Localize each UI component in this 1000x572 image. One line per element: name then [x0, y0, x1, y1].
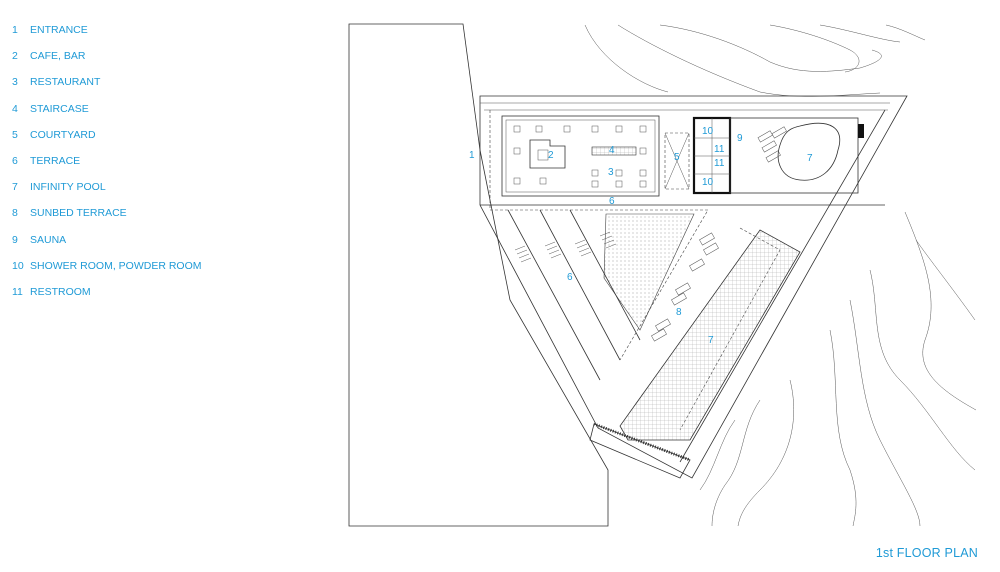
loungers-small: [757, 126, 787, 163]
plan-label-terrace-b: 6: [567, 272, 573, 283]
legend-number: 9: [12, 233, 18, 246]
tables: [513, 125, 647, 188]
legend-label: ENTRANCE: [30, 24, 88, 36]
legend-item: 2 CAFE, BAR: [12, 48, 202, 74]
building-perimeter: [479, 95, 908, 479]
legend-item: 8 SUNBED TERRACE: [12, 205, 202, 231]
site-boundary: [348, 23, 609, 527]
legend-item: 9 SAUNA: [12, 232, 202, 258]
contour-line: [869, 269, 976, 471]
courtyard-void: [664, 132, 690, 190]
contour-line: [849, 299, 921, 527]
legend-number: 2: [12, 50, 18, 63]
terrace-step-line: [539, 209, 621, 361]
legend-number: 6: [12, 154, 18, 167]
restaurant-room: [501, 115, 690, 197]
legend-label: INFINITY POOL: [30, 181, 106, 194]
terrace-step-line: [507, 209, 601, 381]
contour-line: [769, 24, 860, 73]
contour-line: [737, 379, 794, 527]
legend-label: STAIRCASE: [30, 102, 89, 115]
contour-line: [659, 24, 882, 72]
contour-line: [885, 24, 926, 41]
bar-counter: [529, 139, 566, 169]
plan-label-terrace-a: 6: [609, 196, 615, 207]
legend-item: 1 ENTRANCE: [12, 22, 202, 48]
legend-label: COURTYARD: [30, 128, 96, 141]
contour-line: [699, 419, 736, 491]
legend-label: SHOWER ROOM, POWDER ROOM: [30, 259, 202, 272]
legend-label: SAUNA: [30, 233, 67, 246]
plan-label-shower-a: 10: [702, 126, 714, 137]
plan-label-sunbed-terrace: 8: [676, 307, 682, 318]
restaurant-walls: [501, 115, 660, 197]
plan-label-shower-b: 10: [702, 177, 714, 188]
contour-line: [819, 24, 901, 43]
plan-label-infinity-pool: 7: [708, 335, 714, 346]
courtyard-planting: [603, 213, 695, 331]
legend-label: CAFE, BAR: [30, 50, 86, 63]
contour-line: [617, 24, 881, 97]
legend-number: 1: [12, 24, 18, 36]
contour-line: [915, 239, 976, 321]
legend-label: RESTROOM: [30, 285, 91, 298]
legend-item: 7 INFINITY POOL: [12, 179, 202, 205]
courtyard-cross: [664, 132, 690, 190]
plan-label-restroom-b: 11: [714, 158, 725, 169]
legend-item: 4 STAIRCASE: [12, 101, 202, 127]
terrace-step-line: [569, 209, 641, 341]
legend-label: RESTAURANT: [30, 76, 101, 89]
contour-line: [904, 211, 977, 411]
site-context: [348, 23, 977, 527]
legend-label: SUNBED TERRACE: [30, 207, 127, 220]
legend-item: 11 RESTROOM: [12, 284, 202, 310]
terrace-area: [507, 209, 695, 381]
legend-item: 6 TERRACE: [12, 153, 202, 179]
plan-label-cafe-bar: 2: [548, 150, 554, 161]
plan-label-restaurant: 3: [608, 167, 614, 178]
room-legend: 1 ENTRANCE 2 CAFE, BAR 3 RESTAURANT 4 STAIRC…: [12, 22, 202, 310]
legend-number: 8: [12, 207, 18, 220]
plan-label-restroom-a: 11: [714, 144, 725, 155]
dashed-overhang: [489, 110, 709, 361]
staircase-treads: [591, 146, 637, 156]
plan-label-staircase: 4: [609, 145, 615, 156]
dark-fixture: [858, 124, 864, 138]
legend-number: 7: [12, 181, 18, 194]
plan-label-sauna: 9: [737, 133, 743, 144]
legend-number: 11: [12, 285, 23, 298]
room-labels: 1 2 3 4 5 6 6 7 7 8 9 10 10 11 11: [469, 126, 813, 346]
building-outline: [479, 95, 908, 479]
restaurant-inner-wall: [505, 119, 656, 193]
sauna-pool-room: [729, 117, 859, 194]
plan-caption: 1st FLOOR PLAN: [875, 546, 978, 560]
east-edge: [679, 109, 886, 463]
infinity-pool: [589, 229, 801, 479]
wet-block-partitions: [694, 118, 730, 193]
plan-label-entrance: 1: [469, 150, 475, 161]
small-pool: [777, 122, 840, 181]
legend-item: 5 COURTYARD: [12, 127, 202, 153]
contour-line: [711, 399, 761, 527]
bar-fixture: [537, 149, 549, 161]
legend-item: 10 SHOWER ROOM, POWDER ROOM: [12, 258, 202, 284]
contour-line: [584, 24, 669, 93]
pool-grate: [593, 422, 691, 462]
wet-area: [692, 116, 864, 195]
pool-basin: [619, 229, 801, 441]
sunbeds: [651, 232, 719, 342]
contour-line: [829, 329, 857, 527]
plan-label-small-pool: 7: [807, 153, 813, 164]
legend-number: 4: [12, 102, 18, 115]
legend-number: 3: [12, 76, 18, 89]
legend-number: 5: [12, 128, 18, 141]
plan-label-courtyard: 5: [674, 152, 680, 163]
stair-flight: [514, 231, 617, 263]
legend-label: TERRACE: [30, 154, 81, 167]
legend-number: 10: [12, 259, 24, 272]
legend-item: 3 RESTAURANT: [12, 74, 202, 100]
